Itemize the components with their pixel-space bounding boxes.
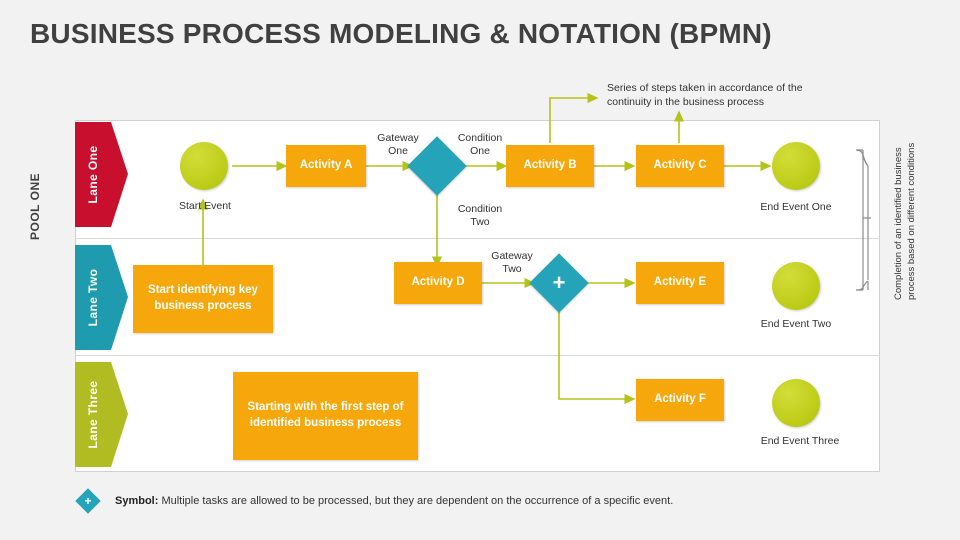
activity-d[interactable]: Activity D	[394, 262, 482, 304]
condition-two-label: Condition Two	[457, 203, 503, 229]
annotation-series-of-steps: Series of steps taken in accordance of t…	[607, 82, 803, 109]
gateway-one-label: Gateway One	[377, 132, 419, 158]
end-event-three-label: End Event Three	[760, 435, 840, 447]
right-brace-caption-line2: process based on different conditions	[906, 142, 917, 300]
lane-tab-one: Lane One	[75, 122, 128, 227]
note-lane-three[interactable]: Starting with the first step of identifi…	[233, 372, 418, 460]
gateway-two[interactable]: +	[529, 253, 589, 313]
lane-divider-1	[75, 238, 880, 239]
gateway-two-label: Gateway Two	[491, 250, 533, 276]
start-event[interactable]	[180, 142, 228, 190]
activity-c[interactable]: Activity C	[636, 145, 724, 187]
end-event-two[interactable]	[772, 262, 820, 310]
activity-b[interactable]: Activity B	[506, 145, 594, 187]
activity-a[interactable]: Activity A	[286, 145, 366, 187]
legend-plus-glyph: +	[84, 494, 92, 508]
end-event-three[interactable]	[772, 379, 820, 427]
end-event-one-label: End Event One	[760, 201, 832, 213]
activity-f[interactable]: Activity F	[636, 379, 724, 421]
condition-one-label: Condition One	[457, 132, 503, 158]
legend-gateway-icon: +	[75, 488, 101, 514]
legend-description: Multiple tasks are allowed to be process…	[158, 495, 674, 507]
pool-label: POOL ONE	[28, 172, 42, 240]
gateway-two-glyph: +	[552, 270, 566, 295]
legend: + Symbol: Multiple tasks are allowed to …	[75, 486, 880, 516]
page-title: BUSINESS PROCESS MODELING & NOTATION (BP…	[30, 18, 772, 49]
lane-three-label: Lane Three	[86, 380, 100, 449]
activity-e[interactable]: Activity E	[636, 262, 724, 304]
legend-symbol-word: Symbol:	[115, 495, 159, 507]
lane-one-label: Lane One	[86, 145, 100, 204]
lane-divider-2	[75, 355, 880, 356]
legend-text: Symbol: Multiple tasks are allowed to be…	[115, 495, 673, 507]
end-event-one[interactable]	[772, 142, 820, 190]
end-event-two-label: End Event Two	[760, 318, 832, 330]
start-event-label: Start Event	[179, 200, 231, 212]
lane-two-label: Lane Two	[86, 268, 100, 327]
lane-tab-three: Lane Three	[75, 362, 128, 467]
lane-tab-two: Lane Two	[75, 245, 128, 350]
note-lane-two[interactable]: Start identifying key business process	[133, 265, 273, 333]
